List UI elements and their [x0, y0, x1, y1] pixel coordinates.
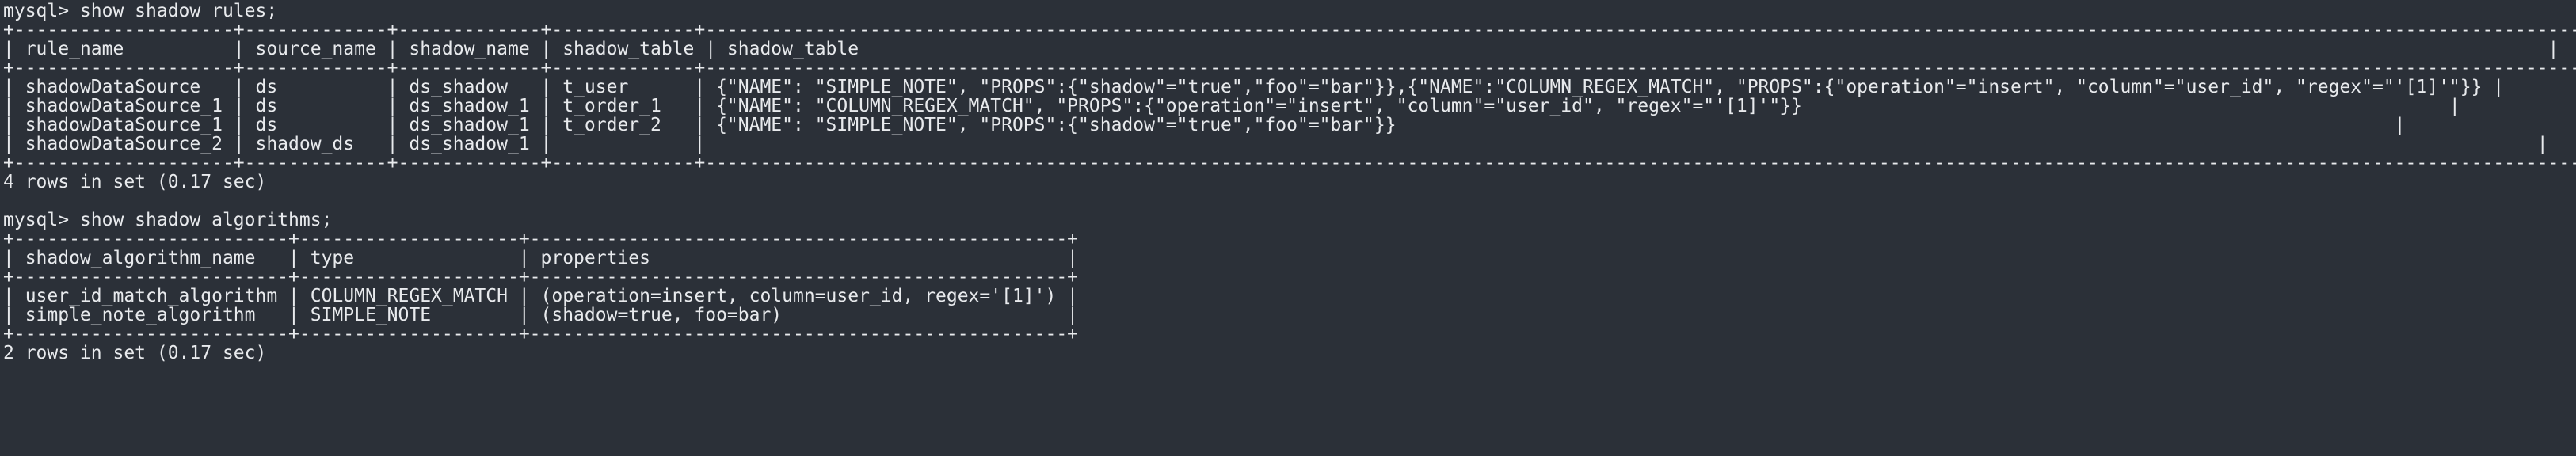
mysql-prompt-show-shadow-rules: mysql> show shadow rules; — [3, 1, 278, 21]
algorithms-table-row: | user_id_match_algorithm | COLUMN_REGEX… — [3, 286, 1079, 306]
algorithms-table-header-row: | shadow_algorithm_name | type | propert… — [3, 248, 1079, 268]
algorithms-result-summary: 2 rows in set (0.17 sec) — [3, 343, 267, 363]
rules-table-row: | shadowDataSource_2 | shadow_ds | ds_sh… — [3, 134, 2548, 154]
rules-table-border-bottom: +--------------------+-------------+----… — [3, 153, 2576, 173]
algorithms-table-border-top: +-------------------------+-------------… — [3, 229, 1079, 249]
rules-table-border-top: +--------------------+-------------+----… — [3, 20, 2576, 40]
mysql-prompt-show-shadow-algorithms: mysql> show shadow algorithms; — [3, 210, 333, 230]
algorithms-table-header-separator: +-------------------------+-------------… — [3, 267, 1079, 287]
rules-table-row: | shadowDataSource_1 | ds | ds_shadow_1 … — [3, 115, 2406, 135]
rules-table-header-separator: +--------------------+-------------+----… — [3, 58, 2576, 78]
rules-table-header-row: | rule_name | source_name | shadow_name … — [3, 39, 2559, 59]
algorithms-table-row: | simple_note_algorithm | SIMPLE_NOTE | … — [3, 305, 1079, 325]
algorithms-table-border-bottom: +-------------------------+-------------… — [3, 324, 1079, 344]
blank-line — [3, 192, 2573, 211]
rules-result-summary: 4 rows in set (0.17 sec) — [3, 172, 267, 192]
rules-table-row: | shadowDataSource | ds | ds_shadow | t_… — [3, 77, 2505, 97]
rules-table-row: | shadowDataSource_1 | ds | ds_shadow_1 … — [3, 96, 2460, 116]
